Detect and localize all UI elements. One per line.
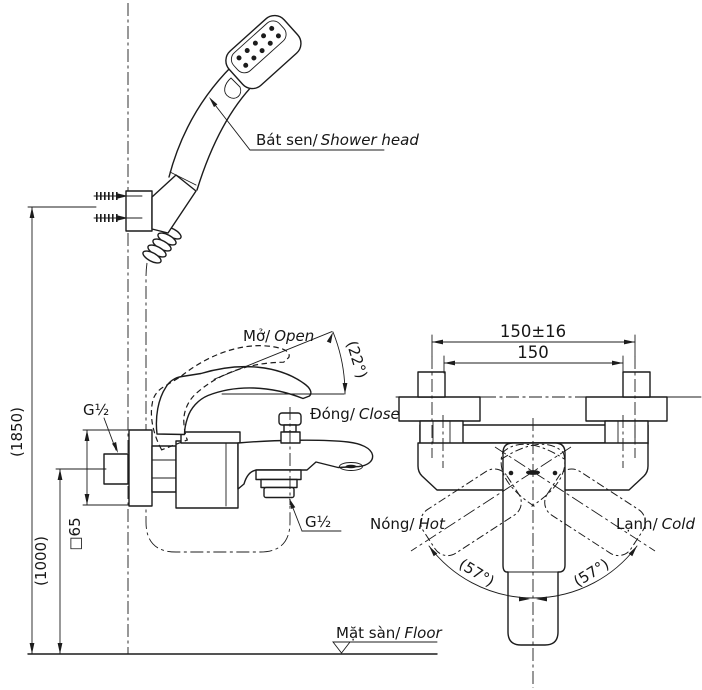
- dim-install-height: (1850): [8, 206, 97, 655]
- pitch-value: 150: [517, 343, 549, 362]
- hose-route-centerline: [145, 262, 291, 553]
- top-view: 150±16 150 (57°) (57°) Nóng/Hot Lạnh/Col…: [370, 322, 702, 688]
- dim-inlet-thread: G½: [83, 401, 118, 453]
- pitch-tolerance-value: 150±16: [500, 322, 566, 341]
- install-height-value: (1850): [8, 407, 26, 457]
- handle-swing-phantoms: [410, 428, 656, 557]
- dim-pitch: 150: [443, 343, 624, 374]
- hex-connector: [151, 445, 177, 493]
- aerator: [339, 462, 363, 471]
- side-view: (22°) Bát sen/Shower head Mở/Open Đóng/C…: [8, 3, 443, 655]
- label-floor: Mặt sàn/Floor: [336, 624, 443, 642]
- dim-pitch-tolerance: 150±16: [431, 322, 636, 458]
- svg-text:Bát sen/Shower head: Bát sen/Shower head: [256, 131, 419, 149]
- inlet-union: [103, 453, 129, 485]
- dim-outlet-thread: G½: [289, 498, 342, 532]
- label-shower-head: Bát sen/Shower head: [209, 97, 419, 151]
- label-hot: Nóng/Hot: [370, 515, 446, 533]
- mounting-screw-bottom: [93, 214, 143, 222]
- shower-hook: [224, 77, 242, 99]
- label-shower-head-vi: Bát sen/: [256, 131, 319, 149]
- wall-escutcheon: [128, 429, 153, 507]
- dim-escutcheon-size: □65: [66, 429, 129, 551]
- floor-line: Mặt sàn/Floor: [27, 624, 443, 655]
- mixer-height-value: (1000): [32, 536, 50, 586]
- open-angle-value: (22°): [343, 339, 371, 381]
- left-nipple: [417, 371, 446, 398]
- outlet-thread-value: G½: [305, 513, 331, 531]
- bracket-cradle: [151, 174, 197, 234]
- handle-plan: [502, 442, 566, 646]
- shower-handle: [168, 65, 257, 191]
- floor-level-symbol: [332, 641, 351, 654]
- right-nipple: [622, 371, 651, 398]
- valve-body: [175, 440, 239, 509]
- spray-nozzles: [236, 25, 281, 68]
- mixer-body-side: [103, 429, 241, 509]
- label-shower-head-en: Shower head: [321, 131, 420, 149]
- left-union-nut: [419, 420, 464, 445]
- label-close: Đóng/Close: [310, 405, 400, 423]
- bonnet: [180, 431, 241, 444]
- label-open: Mở/Open: [243, 327, 314, 345]
- hand-shower-outlet: [255, 469, 302, 481]
- escutcheon-size-value: □65: [66, 517, 84, 550]
- left-flange: [398, 396, 481, 422]
- inlet-thread-value: G½: [83, 401, 109, 419]
- right-flange: [585, 396, 668, 422]
- label-cold: Lạnh/Cold: [616, 515, 695, 533]
- dim-mixer-height: (1000): [32, 468, 107, 655]
- bracket-wall-plate: [125, 190, 153, 232]
- swing-right-value: (57°): [570, 555, 612, 591]
- mounting-screw-top: [93, 192, 143, 200]
- spout: [237, 439, 374, 499]
- right-union-nut: [604, 420, 649, 445]
- shower-head-graphic: [225, 14, 302, 90]
